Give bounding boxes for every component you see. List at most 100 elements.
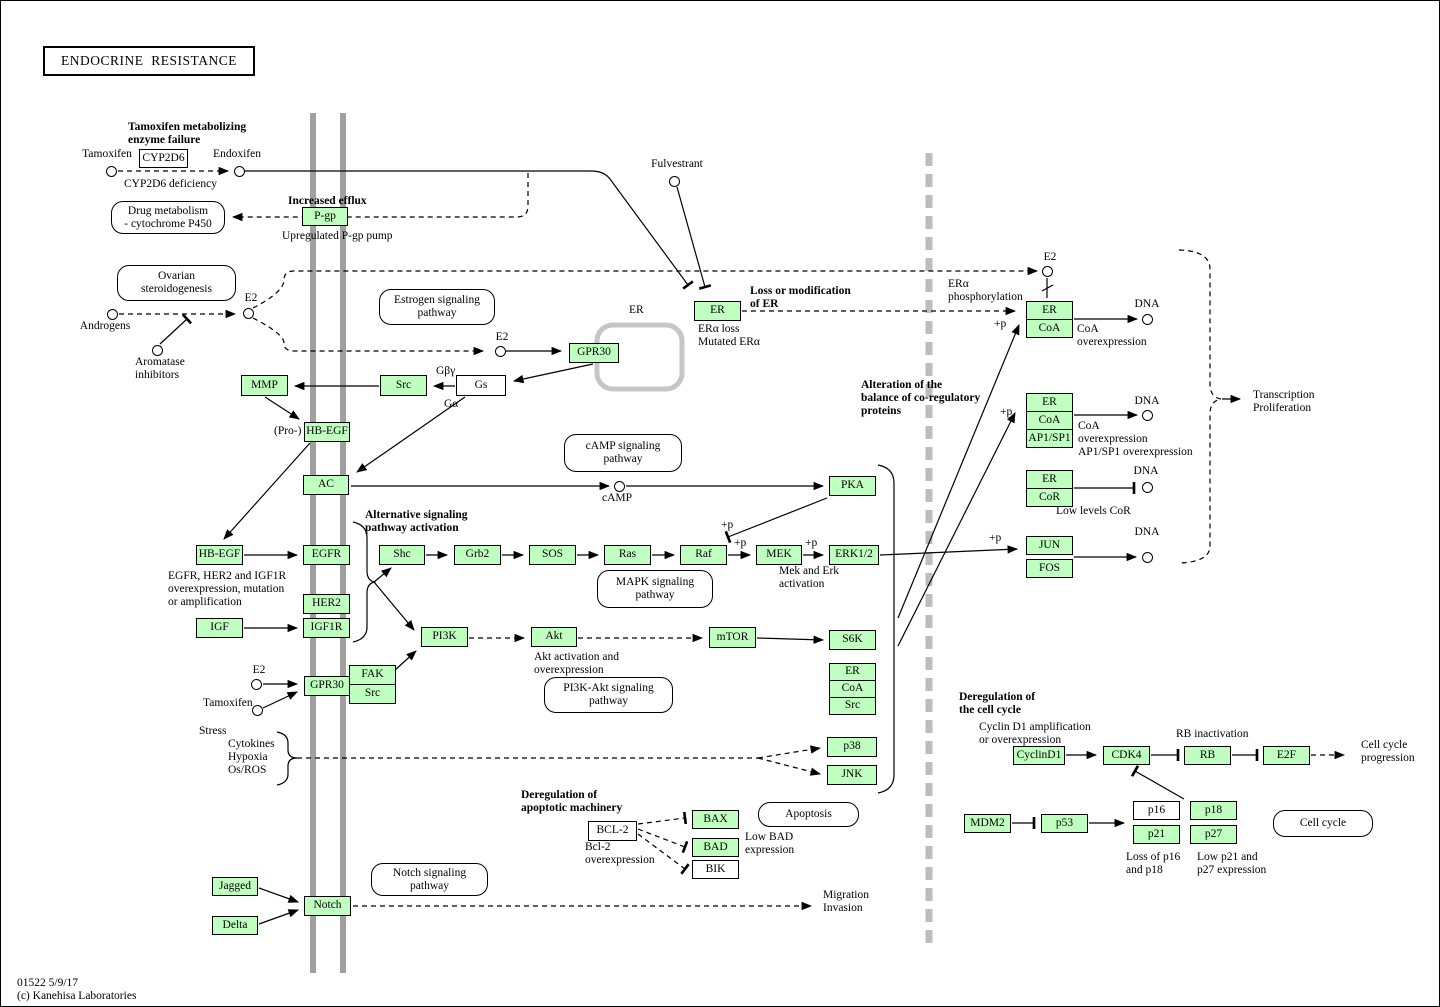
gene-akt[interactable]: Akt — [531, 627, 577, 647]
compound-fulvestrant[interactable] — [668, 175, 680, 187]
gene-er-loss[interactable]: ER — [694, 301, 741, 321]
pathway-link-ovarian-steroidogenesis[interactable]: Ovarian steroidogenesis — [117, 265, 236, 301]
gene-src-lower[interactable]: Src — [349, 684, 396, 704]
pathway-link-pi3k-akt-signaling[interactable]: PI3K-Akt signaling pathway — [544, 677, 673, 713]
gene-delta[interactable]: Delta — [212, 916, 258, 935]
pathway-link-estrogen-signaling[interactable]: Estrogen signaling pathway — [379, 289, 495, 325]
gene-er1[interactable]: ER — [1026, 301, 1073, 320]
gene-egfr[interactable]: EGFR — [303, 545, 350, 565]
compound-label-dna4: DNA — [1134, 526, 1160, 538]
gene-coa2[interactable]: CoA — [1026, 411, 1073, 430]
gene-sos[interactable]: SOS — [529, 545, 576, 565]
label-cell-cycle-progression: Cell cycle progression — [1361, 739, 1415, 764]
gene-cyp2d6[interactable]: CYP2D6 — [139, 149, 188, 168]
label-mek-erk-activation: Mek and Erk activation — [779, 565, 840, 590]
gene-her2[interactable]: HER2 — [303, 594, 350, 614]
gene-p53[interactable]: p53 — [1041, 814, 1088, 833]
gene-er-m[interactable]: ER — [829, 663, 876, 681]
label-coa-overexpression-2: CoA overexpression AP1/SP1 overexpressio… — [1078, 420, 1193, 458]
gene-shc[interactable]: Shc — [379, 545, 425, 565]
gene-p21[interactable]: p21 — [1133, 825, 1180, 844]
gene-coa1[interactable]: CoA — [1026, 319, 1073, 338]
gene-gpr30-lower[interactable]: GPR30 — [304, 676, 350, 696]
compound-dna3[interactable] — [1141, 481, 1153, 493]
gene-cyclind1[interactable]: CyclinD1 — [1013, 746, 1065, 765]
gene-s6k[interactable]: S6K — [829, 630, 876, 650]
gene-cor[interactable]: CoR — [1026, 488, 1073, 507]
label-plus-p-1: +p — [721, 519, 734, 531]
gene-igf1r[interactable]: IGF1R — [303, 618, 350, 638]
compound-endoxifen[interactable] — [233, 165, 245, 177]
gene-ap1sp1[interactable]: AP1/SP1 — [1026, 429, 1073, 448]
gene-mmp[interactable]: MMP — [241, 375, 288, 396]
pathway-link-cell-cycle[interactable]: Cell cycle — [1273, 810, 1373, 837]
pathway-link-apoptosis[interactable]: Apoptosis — [758, 802, 859, 827]
gene-bik[interactable]: BIK — [692, 860, 739, 879]
gene-er2[interactable]: ER — [1026, 393, 1073, 412]
gene-pka[interactable]: PKA — [829, 476, 876, 496]
gene-mek[interactable]: MEK — [756, 545, 802, 565]
compound-tamoxifen-bottom[interactable] — [251, 704, 263, 716]
gene-fos[interactable]: FOS — [1026, 559, 1073, 578]
gene-erk12[interactable]: ERK1/2 — [829, 545, 879, 565]
gene-p16[interactable]: p16 — [1133, 801, 1180, 820]
gene-jun[interactable]: JUN — [1026, 536, 1073, 555]
gene-igf[interactable]: IGF — [196, 618, 243, 638]
gene-fak[interactable]: FAK — [349, 665, 396, 685]
gene-ac[interactable]: AC — [303, 475, 349, 495]
gene-src-m[interactable]: Src — [829, 697, 876, 715]
gene-pro-hbegf[interactable]: HB-EGF — [304, 422, 350, 442]
pathway-link-notch-signaling[interactable]: Notch signaling pathway — [371, 863, 488, 896]
gene-gpr30-upper[interactable]: GPR30 — [569, 343, 619, 363]
pathway-link-mapk-signaling[interactable]: MAPK signaling pathway — [597, 570, 713, 608]
gene-jagged[interactable]: Jagged — [212, 877, 258, 896]
gene-bcl2[interactable]: BCL-2 — [588, 821, 637, 841]
compound-dna1[interactable] — [1141, 313, 1153, 325]
compound-androgens[interactable] — [106, 308, 118, 320]
gene-pi3k[interactable]: PI3K — [421, 627, 468, 647]
gene-mdm2[interactable]: MDM2 — [964, 814, 1011, 833]
label-deregulation-apoptotic: Deregulation of apoptotic machinery — [521, 789, 623, 814]
gene-grb2[interactable]: Grb2 — [454, 545, 501, 565]
compound-dna2[interactable] — [1141, 409, 1153, 421]
gene-cdk4[interactable]: CDK4 — [1103, 746, 1150, 765]
compound-dna4[interactable] — [1141, 551, 1153, 563]
compound-tamoxifen-top[interactable] — [105, 165, 117, 177]
gene-bax[interactable]: BAX — [692, 810, 739, 829]
gene-e2f[interactable]: E2F — [1263, 746, 1310, 765]
gene-mtor[interactable]: mTOR — [709, 627, 756, 648]
compound-label-androgens: Androgens — [79, 320, 131, 332]
compound-label-fulvestrant: Fulvestrant — [651, 158, 703, 170]
gene-coa-m[interactable]: CoA — [829, 680, 876, 698]
gene-raf[interactable]: Raf — [680, 545, 727, 565]
gene-ras[interactable]: Ras — [604, 545, 651, 565]
compound-label-e2-a: E2 — [244, 292, 258, 304]
gene-p38[interactable]: p38 — [827, 737, 877, 757]
compound-camp[interactable] — [613, 480, 625, 492]
label-cyp2d6-deficiency: CYP2D6 deficiency — [124, 178, 217, 190]
gene-rb[interactable]: RB — [1184, 746, 1231, 765]
cell-membrane-outer — [310, 113, 316, 973]
compound-aromatase-inhibitor[interactable] — [151, 344, 163, 356]
pathway-link-camp-signaling[interactable]: cAMP signaling pathway — [564, 434, 682, 472]
compound-e2-a[interactable] — [242, 307, 254, 319]
label-alteration-coregulatory: Alteration of the balance of co-regulato… — [861, 379, 981, 417]
gene-jnk[interactable]: JNK — [827, 765, 877, 785]
compound-e2-c[interactable] — [1041, 265, 1053, 277]
gene-p18[interactable]: p18 — [1190, 801, 1237, 820]
label-tamoxifen-bottom-label: Tamoxifen — [203, 697, 253, 709]
compound-e2-b[interactable] — [494, 345, 506, 357]
pathway-link-drug-metabolism[interactable]: Drug metabolism - cytochrome P450 — [111, 201, 225, 234]
gene-pgp[interactable]: P-gp — [302, 207, 348, 226]
gene-bad[interactable]: BAD — [692, 838, 739, 857]
gene-hbegf[interactable]: HB-EGF — [196, 545, 243, 565]
compound-e2-d[interactable] — [250, 678, 262, 690]
gene-notch[interactable]: Notch — [304, 896, 351, 916]
gene-gs[interactable]: Gs — [456, 375, 506, 396]
gene-er3[interactable]: ER — [1026, 470, 1073, 489]
label-loss-modification-er: Loss or modification of ER — [750, 285, 851, 310]
compound-label-endoxifen: Endoxifen — [213, 148, 261, 160]
gene-src-upper[interactable]: Src — [380, 375, 427, 396]
gene-p27[interactable]: p27 — [1190, 825, 1237, 844]
